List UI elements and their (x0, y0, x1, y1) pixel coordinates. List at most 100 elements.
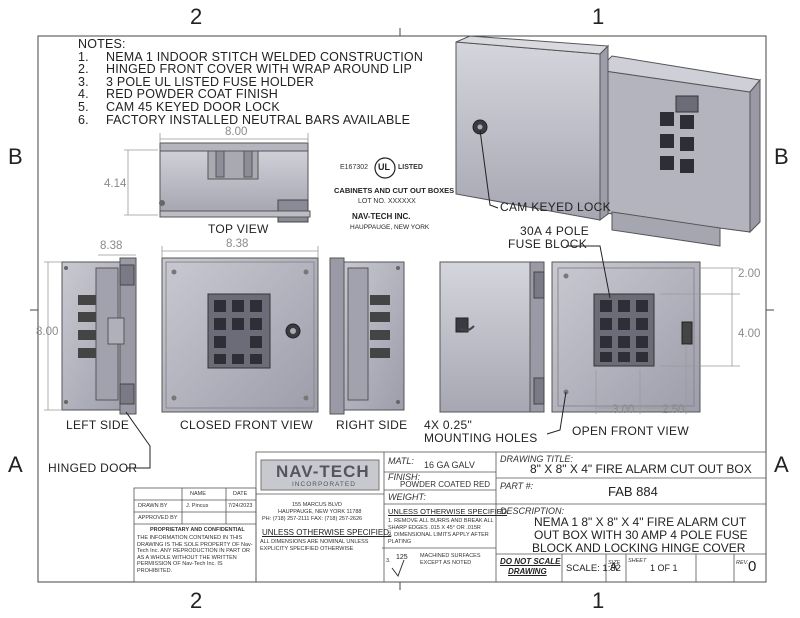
drawing-title: 8" X 8" X 4" FIRE ALARM CUT OUT BOX (530, 462, 752, 476)
surface-finish-value: 125 (396, 554, 408, 561)
part-number-label: PART #: (500, 481, 534, 491)
col-date: DATE (233, 491, 248, 497)
cam-lock-leader (479, 129, 499, 209)
note-item: 6.FACTORY INSTALLED NEUTRAL BARS AVAILAB… (78, 112, 411, 127)
note-item: 2.HINGED FRONT COVER WITH WRAP AROUND LI… (78, 62, 412, 77)
view-label-top: TOP VIEW (208, 222, 269, 236)
unless-specified-2-line1: 1. REMOVE ALL BURRS AND BREAK ALL SHARP … (388, 518, 494, 531)
ul-file-number: E167302 (340, 164, 369, 171)
dim-open-top: 2.00 (738, 268, 761, 280)
closed-front-view-drawing (161, 257, 319, 413)
dim-open-horizontal-2: 2.50 (662, 404, 685, 416)
title-block-lines (133, 451, 767, 583)
view-label-open-front: OPEN FRONT VIEW (572, 424, 689, 438)
company-logo: NAV-TECH (276, 462, 370, 481)
callout-mounting-line2: MOUNTING HOLES (424, 431, 538, 445)
approved-by-label: APPROVED BY (138, 515, 178, 521)
sheet-label: SHEET (628, 558, 647, 564)
rev-label: REV. (736, 560, 749, 566)
drawn-by-label: DRAWN BY (138, 503, 168, 509)
unless-specified-title: UNLESS OTHERWISE SPECIFIED: (262, 528, 392, 537)
proprietary-title: PROPRIETARY AND CONFIDENTIAL (150, 527, 245, 533)
zone-number-bottom-2: 2 (190, 588, 203, 613)
matl-value: 16 GA GALV (424, 460, 475, 470)
size-label: SIZE (608, 560, 621, 566)
top-view-drawing (159, 142, 311, 223)
callout-fuse-block-line1: 30A 4 POLE (520, 224, 590, 238)
company-logo-subtitle: INCORPORATED (292, 481, 356, 488)
ul-listed: LISTED (398, 164, 423, 171)
dim-top-width: 8.00 (225, 126, 248, 138)
description-line1: NEMA 1 8" X 8" X 4" FIRE ALARM CUT (534, 515, 747, 529)
unless-specified-text: ALL DIMENSIONS ARE NOMINAL UNLESS EXPLIC… (260, 539, 369, 552)
dim-open-horizontal-1: 3.00 (612, 404, 635, 416)
dim-top-depth: 4.14 (104, 178, 127, 190)
col-name: NAME (190, 491, 206, 497)
view-label-right-side: RIGHT SIDE (336, 418, 408, 432)
description-line2: OUT BOX WITH 30 AMP 4 POLE FUSE (534, 528, 748, 542)
matl-label: MATL: (388, 456, 414, 466)
dim-height: 8.00 (36, 326, 59, 338)
finish-label: FINISH: (388, 472, 421, 482)
zone-number-top-2: 2 (190, 4, 203, 29)
ul-lot: LOT NO. XXXXXX (358, 198, 416, 205)
open-front-view-box-drawing (551, 261, 701, 413)
part-number: FAB 884 (608, 484, 658, 499)
notes-block: NOTES: 1.NEMA 1 INDOOR STITCH WELDED CON… (78, 38, 423, 126)
weight-label: WEIGHT: (388, 492, 426, 502)
address-line1: 155 MARCUS BLVD (292, 502, 343, 508)
zone-letter-left-a: A (8, 452, 23, 477)
right-side-view-drawing (329, 257, 405, 415)
finish-value: POWDER COATED RED (400, 480, 491, 489)
note-item: 4.RED POWDER COAT FINISH (78, 87, 279, 102)
ul-category: CABINETS AND CUT OUT BOXES (334, 186, 455, 195)
hinged-door-leader (125, 411, 151, 469)
left-side-view-drawing (61, 257, 137, 415)
note-item: 1.NEMA 1 INDOOR STITCH WELDED CONSTRUCTI… (78, 49, 424, 64)
scale: SCALE: 1:32 (566, 563, 621, 574)
zone-number-bottom-1: 1 (592, 588, 605, 613)
unless-specified-2-line3-num: 3. (386, 558, 391, 564)
drawn-by-name: J. Pincus (186, 503, 209, 509)
size-value: A (610, 561, 618, 573)
drawn-date: 7/24/2023 (228, 503, 253, 509)
unless-specified-2-title: UNLESS OTHERWISE SPECIFIED (388, 507, 508, 516)
unless-specified-2-line2: 2. DIMENSIONAL LIMITS APPLY AFTER PLATIN… (388, 532, 489, 545)
dim-open-spacing: 4.00 (738, 328, 761, 340)
isometric-view-drawing (455, 35, 761, 247)
address-line2: HAUPPAUGE, NEW YORK 11788 (278, 509, 362, 515)
do-not-scale-line1: DO NOT SCALE (500, 557, 561, 566)
callout-cam-lock: CAM KEYED LOCK (500, 200, 611, 214)
zone-letter-right-a: A (774, 452, 789, 477)
ul-city: HAUPPAUGE, NEW YORK (350, 224, 430, 231)
note-item: 5.CAM 45 KEYED DOOR LOCK (78, 99, 280, 114)
surface-finish-text: MACHINED SURFACES EXCEPT AS NOTED (420, 553, 481, 566)
fuse-block-leader (566, 245, 611, 299)
do-not-scale-line2: DRAWING (508, 567, 547, 576)
note-item: 3.3 POLE UL LISTED FUSE HOLDER (78, 74, 314, 89)
notes-title: NOTES: (78, 37, 126, 51)
description-label: DESCRIPTION: (500, 506, 565, 516)
callout-mounting-line1: 4X 0.25" (424, 418, 473, 432)
dim-front-width: 8.38 (226, 238, 249, 250)
description-line3: BLOCK AND LOCKING HINGE COVER (532, 541, 746, 555)
ul-logo-circle (374, 157, 396, 179)
ul-company: NAV-TECH INC. (352, 212, 411, 221)
dim-overall-width: 8.38 (100, 240, 123, 252)
drawing-title-label: DRAWING TITLE: (500, 454, 573, 464)
logo-plate (260, 459, 380, 491)
open-front-view-door-drawing (439, 261, 545, 413)
ul-mark: UL (378, 162, 390, 172)
view-label-left-side: LEFT SIDE (66, 418, 130, 432)
zone-letter-right-b: B (774, 144, 789, 169)
zone-number-top-1: 1 (592, 4, 605, 29)
phone-fax: PH: (718) 257-2111 FAX: (718) 257-2626 (262, 516, 363, 522)
callout-fuse-block-line2: FUSE BLOCK (508, 237, 588, 251)
view-label-closed-front: CLOSED FRONT VIEW (180, 418, 313, 432)
zone-letter-left-b: B (8, 144, 23, 169)
mounting-holes-leader (546, 391, 567, 435)
proprietary-text: THE INFORMATION CONTAINED IN THIS DRAWIN… (137, 535, 253, 574)
sheet-value: 1 OF 1 (650, 563, 678, 573)
rev-value: 0 (748, 558, 757, 575)
